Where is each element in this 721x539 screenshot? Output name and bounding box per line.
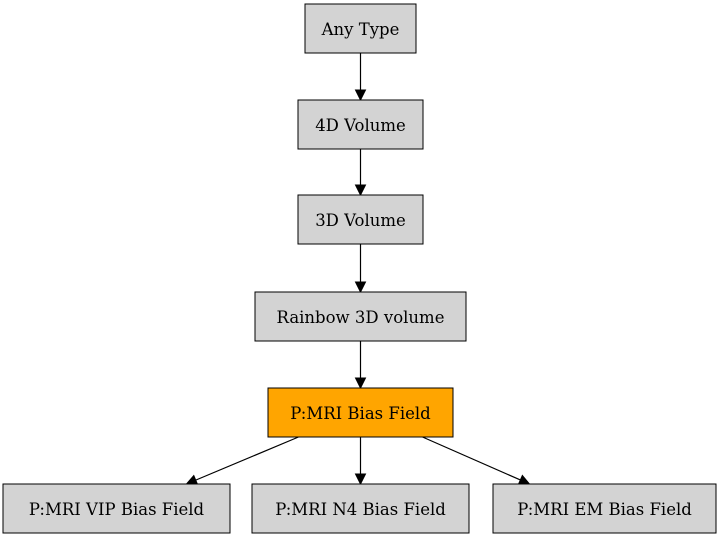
arrowhead [517,474,531,486]
node-p-mri-em-bias-field: P:MRI EM Bias Field [492,483,717,534]
node-box-p-mri-n4-bias-field [251,483,470,534]
node-label-3d-volume: 3D Volume [315,211,406,230]
node-p-mri-bias-field: P:MRI Bias Field [267,387,454,438]
arrowhead [185,474,199,486]
edge-any-type-to-4d-volume [354,53,367,102]
node-any-type: Any Type [304,3,417,54]
node-label-p-mri-vip-bias-field: P:MRI VIP Bias Field [29,500,205,519]
edge-line [195,436,299,481]
edge-3d-volume-to-rainbow-3d-volume [354,244,367,294]
arrowhead [354,184,367,197]
node-rainbow-3d-volume: Rainbow 3D volume [254,291,467,342]
edge-rainbow-3d-volume-to-p-mri-bias-field [354,341,367,390]
node-box-any-type [304,3,417,54]
node-box-4d-volume [297,99,424,150]
node-p-mri-n4-bias-field: P:MRI N4 Bias Field [251,483,470,534]
node-box-p-mri-em-bias-field [492,483,717,534]
edge-p-mri-bias-field-to-p-mri-vip-bias-field [185,436,299,486]
node-label-p-mri-em-bias-field: P:MRI EM Bias Field [517,500,692,519]
node-p-mri-vip-bias-field: P:MRI VIP Bias Field [2,483,231,534]
node-3d-volume: 3D Volume [297,194,424,245]
node-label-p-mri-bias-field: P:MRI Bias Field [290,404,431,423]
arrowhead [354,89,367,102]
node-box-3d-volume [297,194,424,245]
arrowhead [354,281,367,294]
node-box-p-mri-bias-field [267,387,454,438]
edge-p-mri-bias-field-to-p-mri-n4-bias-field [354,437,367,486]
arrowhead [354,473,367,486]
node-label-p-mri-n4-bias-field: P:MRI N4 Bias Field [275,500,446,519]
edges-layer [185,53,531,486]
arrowhead [354,377,367,390]
node-label-4d-volume: 4D Volume [315,116,406,135]
node-label-rainbow-3d-volume: Rainbow 3D volume [277,308,445,327]
edge-4d-volume-to-3d-volume [354,149,367,197]
node-box-p-mri-vip-bias-field [2,483,231,534]
node-box-rainbow-3d-volume [254,291,467,342]
edge-p-mri-bias-field-to-p-mri-em-bias-field [422,436,531,486]
node-4d-volume: 4D Volume [297,99,424,150]
edge-line [422,436,521,481]
node-label-any-type: Any Type [321,20,400,39]
